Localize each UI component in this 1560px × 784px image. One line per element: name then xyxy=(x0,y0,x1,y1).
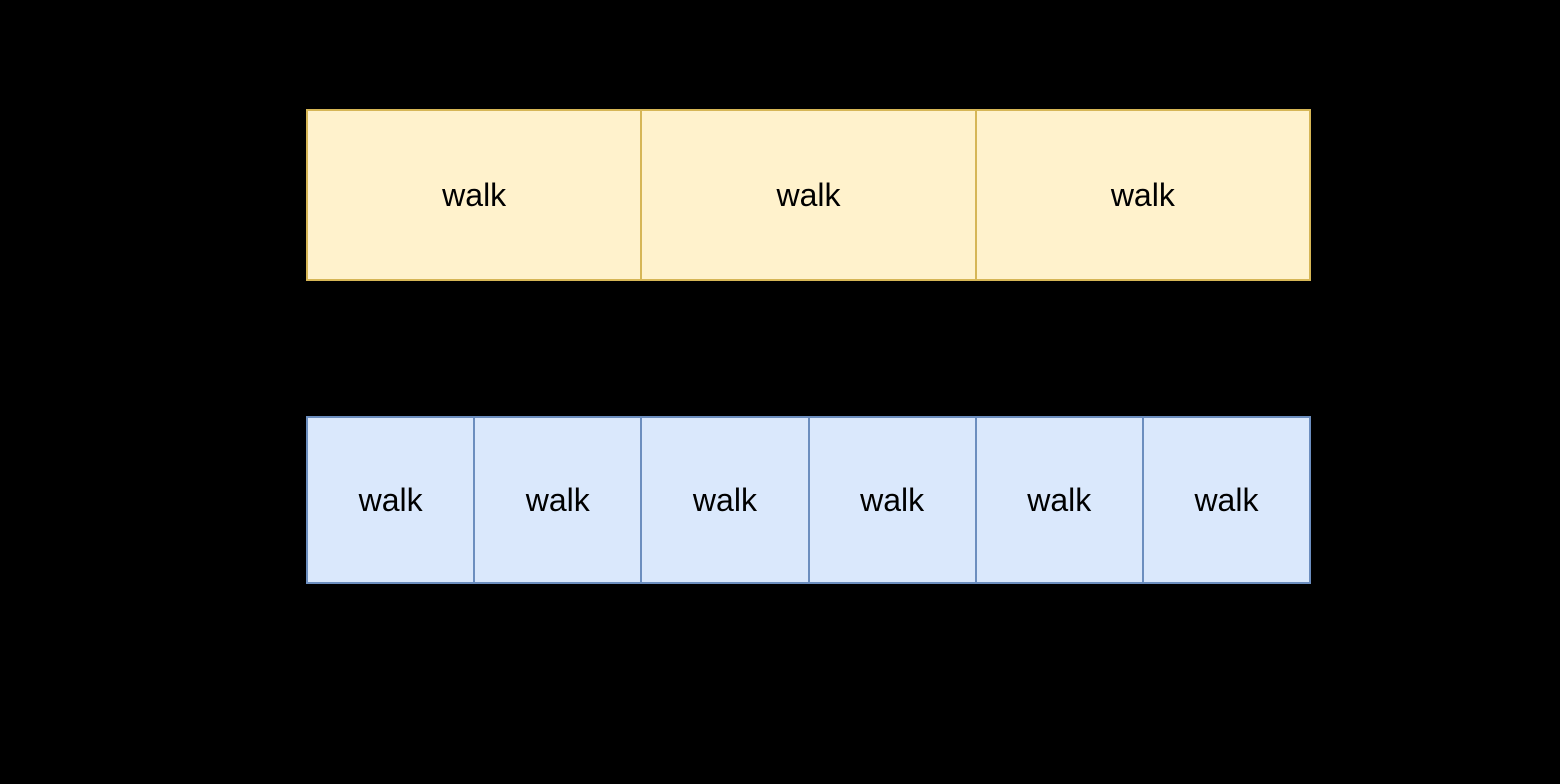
segment-label: walk xyxy=(358,482,423,518)
segment-cell: walk xyxy=(473,418,640,582)
segment-row-top: walk walk walk xyxy=(306,109,1311,281)
segment-label: walk xyxy=(1110,177,1175,213)
segment-cell: walk xyxy=(974,418,1142,582)
segment-label: walk xyxy=(525,482,590,518)
segment-label: walk xyxy=(860,482,925,518)
segment-label: walk xyxy=(442,177,507,213)
segment-cell: walk xyxy=(807,418,975,582)
segment-cell: walk xyxy=(1141,418,1309,582)
segment-label: walk xyxy=(776,177,841,213)
segment-cell: walk xyxy=(640,418,807,582)
segment-label: walk xyxy=(692,482,757,518)
segment-row-bottom: walk walk walk walk walk walk xyxy=(306,416,1311,584)
segment-cell: walk xyxy=(308,418,473,582)
segment-cell: walk xyxy=(974,111,1309,279)
segment-label: walk xyxy=(1194,482,1259,518)
segment-cell: walk xyxy=(640,111,974,279)
segment-cell: walk xyxy=(308,111,640,279)
segment-label: walk xyxy=(1027,482,1092,518)
